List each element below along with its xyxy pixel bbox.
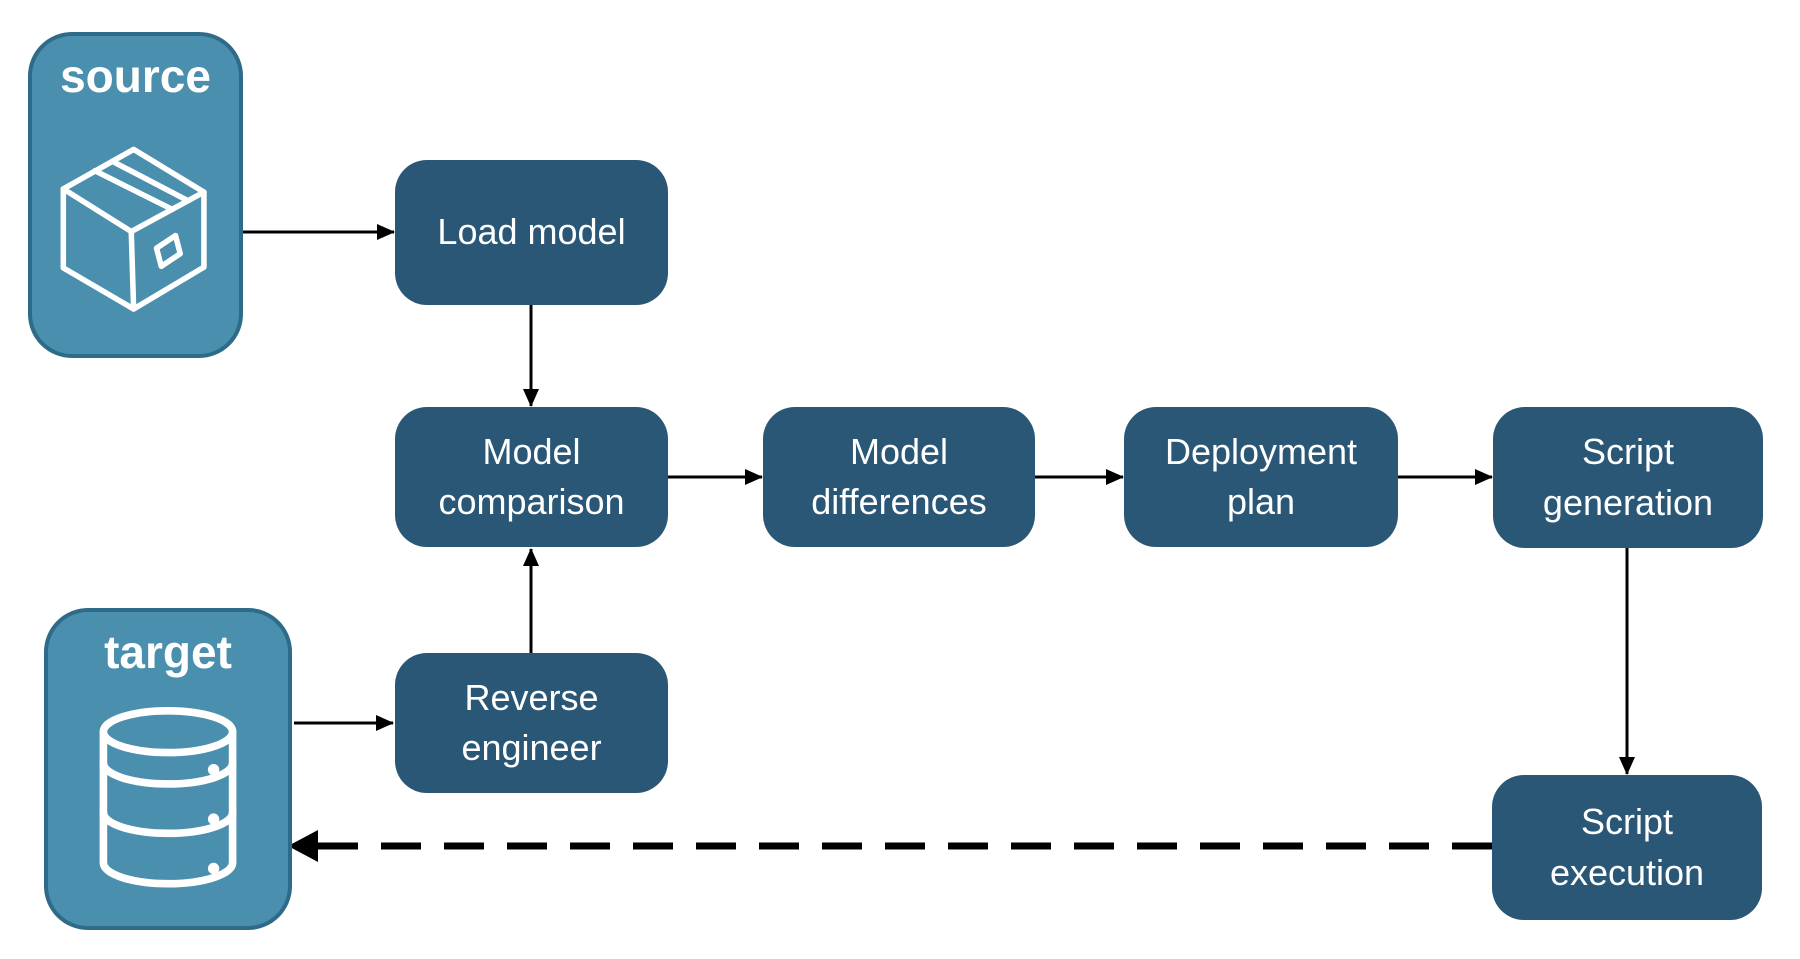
node-script-execution-label: Script execution [1549, 801, 1705, 893]
node-script-generation-label: Script generation [1542, 431, 1714, 523]
node-deployment-plan-label: Deployment plan [1164, 430, 1358, 522]
node-deployment-plan: Deployment plan [1124, 407, 1398, 547]
node-target: target [44, 608, 292, 930]
node-target-label: target [104, 626, 232, 678]
node-source: source [28, 32, 243, 358]
node-script-generation: Script generation [1493, 407, 1763, 548]
node-model-comparison: Model comparison [395, 407, 668, 547]
node-script-execution: Script execution [1492, 775, 1762, 920]
arrow-script-execution-to-target [288, 830, 1492, 862]
database-icon [99, 706, 237, 887]
node-model-differences-label: Model differences [811, 430, 987, 522]
package-icon [60, 146, 207, 312]
node-model-comparison-label: Model comparison [438, 430, 625, 522]
node-source-label: source [60, 50, 211, 102]
node-load-model-label: Load model [437, 211, 626, 253]
node-reverse-engineer-label: Reverse engineer [461, 676, 602, 768]
node-model-differences: Model differences [763, 407, 1035, 547]
node-reverse-engineer: Reverse engineer [395, 653, 668, 793]
node-load-model: Load model [395, 160, 668, 305]
